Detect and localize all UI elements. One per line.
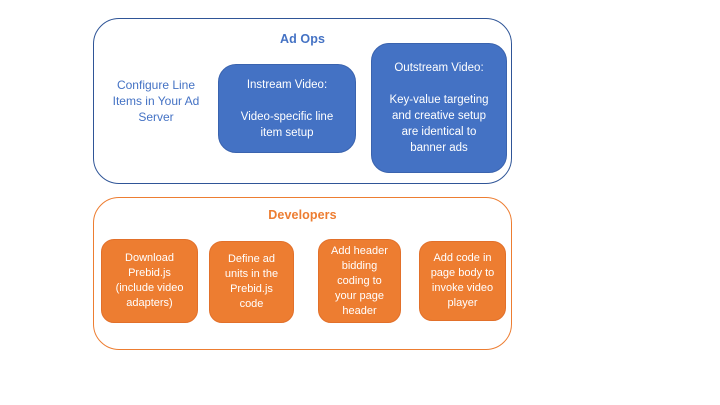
outstream-video-box: Outstream Video: Key-value targeting and… bbox=[371, 43, 507, 173]
instream-video-box-label: Instream Video: Video-specific line item… bbox=[240, 78, 334, 139]
add-page-body-code-box: Add code in page body to invoke video pl… bbox=[419, 241, 506, 321]
download-prebid-box: Download Prebid.js (include video adapte… bbox=[101, 239, 198, 323]
add-header-bidding-box: Add header bidding coding to your page h… bbox=[318, 239, 401, 323]
developers-group: Developers Download Prebid.js (include v… bbox=[93, 197, 512, 350]
instream-video-box: Instream Video: Video-specific line item… bbox=[218, 64, 356, 153]
developers-group-title: Developers bbox=[268, 208, 337, 222]
define-ad-units-box: Define ad units in the Prebid.js code bbox=[209, 241, 294, 323]
ad-ops-group-title: Ad Ops bbox=[279, 32, 326, 46]
outstream-video-box-label: Outstream Video: Key-value targeting and… bbox=[389, 62, 489, 154]
ad-ops-group: Ad Ops Configure Line Items in Your Ad S… bbox=[93, 18, 512, 184]
add-page-body-code-box-label: Add code in page body to invoke video pl… bbox=[430, 252, 495, 309]
download-prebid-box-label: Download Prebid.js (include video adapte… bbox=[115, 252, 184, 309]
add-header-bidding-box-label: Add header bidding coding to your page h… bbox=[331, 244, 388, 317]
configure-line-items-note: Configure Line Items in Your Ad Server bbox=[112, 78, 200, 124]
define-ad-units-box-label: Define ad units in the Prebid.js code bbox=[224, 253, 279, 310]
